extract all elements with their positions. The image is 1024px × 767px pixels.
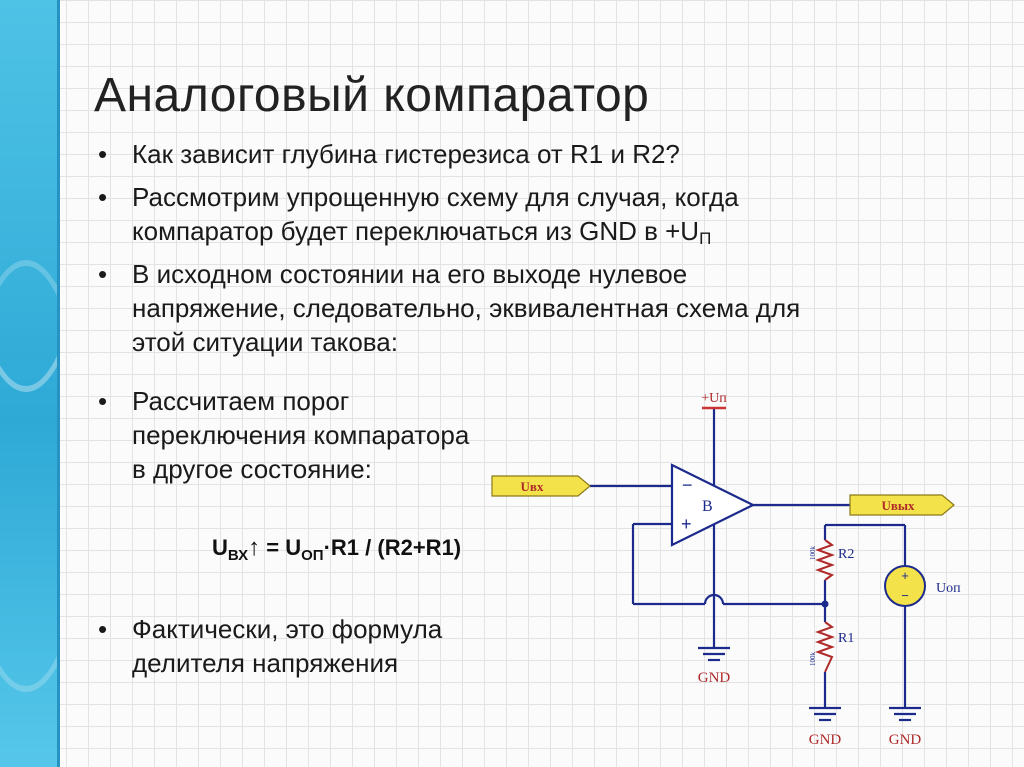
r1-label: R1	[838, 631, 854, 646]
bullet-dot: •	[98, 386, 108, 416]
formula-lhs-sub: ВХ	[227, 547, 249, 564]
r2-label: R2	[838, 547, 854, 562]
circuit-wires	[590, 408, 907, 708]
band-swoosh	[0, 260, 60, 692]
bullet-text: Фактически, это формула делителя напряже…	[132, 612, 442, 680]
bullet-text: Как зависит глубина гистерезиса от R1 и …	[132, 137, 680, 171]
slide-title: Аналоговый компаратор	[94, 69, 650, 122]
bullet-line: Рассчитаем порог	[132, 386, 350, 416]
ground-label: GND	[809, 732, 842, 748]
bullet-dot: •	[98, 139, 108, 169]
ground-label: GND	[889, 732, 922, 748]
bullet-text: В исходном состоянии на его выходе нулев…	[132, 257, 800, 359]
bullet-line: делителя напряжения	[132, 648, 399, 678]
threshold-formula: UВХ↑ = UОП·R1 / (R2+R1)	[212, 528, 461, 576]
ground-symbol	[889, 706, 921, 722]
side-decoration-band	[0, 0, 60, 767]
bullet-line: компаратор будет переключаться из GND в …	[132, 214, 739, 256]
bullet-text: Рассмотрим упрощенную схему для случая, …	[132, 180, 739, 256]
supply-subscript: П	[699, 229, 712, 248]
output-port-tag	[849, 494, 955, 516]
ground-symbol	[698, 646, 730, 662]
bullet-line: напряжение, следовательно, эквивалентная…	[132, 293, 801, 323]
band-divider	[57, 0, 60, 767]
bullet-dot: •	[98, 259, 108, 289]
ground-symbol	[809, 706, 841, 722]
formula-lhs: U	[212, 535, 228, 560]
opamp-triangle	[670, 463, 756, 547]
ground-label: GND	[698, 670, 731, 686]
bullet-line: этой ситуации такова:	[132, 327, 398, 357]
supply-label: +Uп	[701, 391, 727, 406]
bullet-line: Как зависит глубина гистерезиса от R1 и …	[132, 139, 680, 169]
bullet-line-text: компаратор будет переключаться из GND в …	[132, 216, 700, 246]
formula-rhs-sub: ОП	[301, 547, 324, 564]
input-port-tag	[491, 475, 591, 497]
opamp-label: B	[702, 498, 713, 515]
bullet-dot: •	[98, 182, 108, 212]
junction-dot	[821, 600, 829, 608]
formula-rest: ·R1 / (R2+R1)	[323, 535, 462, 560]
opamp-plus-sign: +	[681, 514, 692, 534]
output-label: Uвых	[881, 498, 915, 513]
bullet-line: Рассмотрим упрощенную схему для случая, …	[132, 182, 739, 212]
up-arrow-icon: ↑	[248, 534, 261, 561]
bullet-line: в другое состояние:	[132, 454, 372, 484]
bullet-dot: •	[98, 614, 108, 644]
r1-value: 100k	[809, 652, 817, 667]
r1-resistor	[815, 621, 835, 673]
formula-eq: = U	[260, 535, 302, 560]
bullet-line: В исходном состоянии на его выходе нулев…	[132, 259, 688, 289]
source-label: Uоп	[936, 581, 961, 596]
r2-resistor	[815, 539, 835, 581]
bullet-text: Рассчитаем порог переключения компаратор…	[132, 384, 469, 486]
source-plus-sign: +	[901, 568, 909, 583]
bullet-line: Фактически, это формула	[132, 614, 443, 644]
input-label: Uвх	[521, 479, 544, 494]
reference-voltage-source	[884, 565, 926, 607]
r2-value: 100k	[809, 546, 817, 561]
opamp-minus-sign: −	[682, 475, 693, 495]
source-minus-sign: −	[901, 588, 909, 603]
comparator-circuit-diagram: +Uп Uвх Uвых − + B R2 100k R1 100k + − U…	[491, 391, 961, 748]
bullet-line: переключения компаратора	[132, 420, 470, 450]
